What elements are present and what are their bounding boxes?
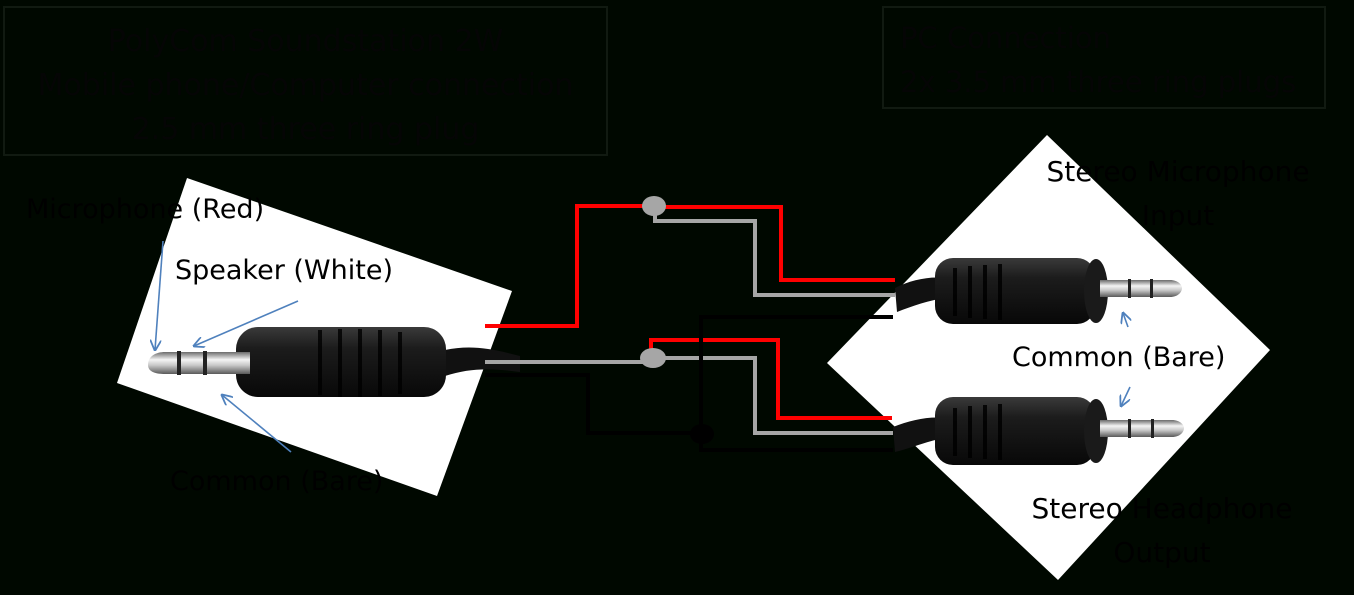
speaker-pointer-arrow bbox=[194, 300, 299, 346]
wire-red-to-headphone bbox=[649, 338, 892, 420]
junction-node-top bbox=[642, 196, 666, 216]
common-pointer-arrow-top bbox=[1123, 313, 1128, 328]
polycom-title-line-3: 2.5 mm three ring plug bbox=[131, 112, 480, 147]
microphone-pointer-arrow bbox=[155, 240, 164, 350]
right-plug-mic-input-image bbox=[895, 258, 1182, 324]
microphone-red-label: Microphone (Red) bbox=[26, 194, 265, 225]
right-plug-photo-panel bbox=[827, 135, 1270, 580]
wire-black-common-in bbox=[485, 373, 695, 435]
junction-node-middle bbox=[640, 348, 666, 368]
stereo-mic-input-line-1: Stereo Microphone bbox=[1046, 155, 1310, 188]
polycom-title-line-1: PolyCom Soundstation 2W bbox=[107, 24, 504, 59]
common-pointer-arrow-bottom bbox=[1121, 386, 1131, 406]
common-bare-label-left: Common (Bare) bbox=[170, 466, 384, 497]
stereo-headphone-output-label: Stereo Headphone Output bbox=[1012, 487, 1312, 575]
speaker-white-label: Speaker (White) bbox=[175, 255, 393, 286]
left-2-5mm-plug-image bbox=[148, 327, 520, 397]
common-bare-label-right: Common (Bare) bbox=[1012, 342, 1226, 373]
pc-connection-title-box: PC Connection 2x 3.5 mm three ring plugs bbox=[882, 6, 1326, 109]
stereo-headphone-output-line-2: Output bbox=[1113, 536, 1211, 569]
common-pointer-arrow-left bbox=[222, 395, 292, 453]
polycom-title-box: PolyCom Soundstation 2W Mobile phone/Com… bbox=[3, 6, 608, 156]
stereo-headphone-output-line-1: Stereo Headphone bbox=[1031, 492, 1293, 525]
junction-node-common bbox=[690, 424, 714, 444]
pc-title-line-1: PC Connection bbox=[900, 21, 1112, 55]
stereo-mic-input-line-2: Input bbox=[1141, 199, 1215, 232]
wire-grey-to-mic-input bbox=[653, 214, 895, 297]
polycom-title-line-2: Mobile phone/Computer connection bbox=[37, 68, 574, 103]
wire-red-microphone-in bbox=[485, 204, 645, 328]
wire-red-to-mic-input bbox=[664, 205, 895, 282]
wire-black-common-bus bbox=[699, 315, 893, 452]
stereo-mic-input-label: Stereo Microphone Input bbox=[1028, 150, 1328, 238]
right-plug-headphone-output-image bbox=[893, 397, 1184, 465]
wire-grey-to-headphone bbox=[662, 356, 893, 435]
pc-title-line-2: 2x 3.5 mm three ring plugs bbox=[900, 65, 1297, 99]
